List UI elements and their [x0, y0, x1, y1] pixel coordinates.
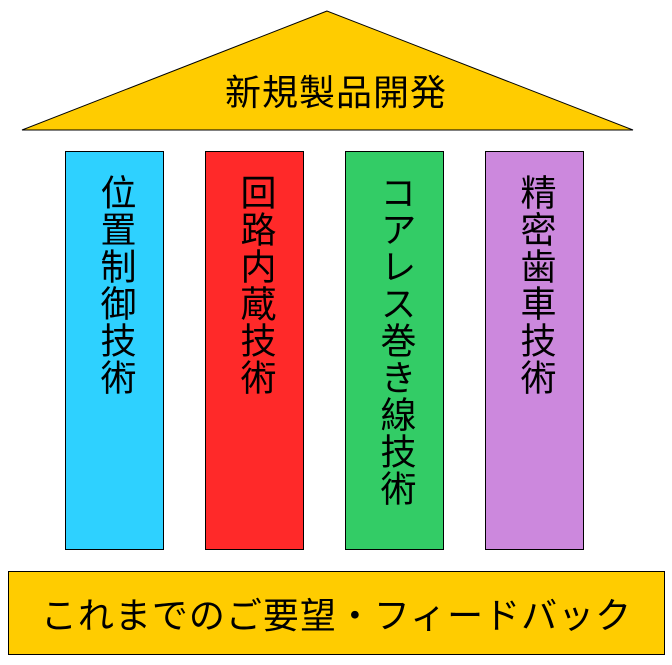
roof-title: 新規製品開発 [224, 73, 447, 114]
pillar-label: コアレス巻き線技術 [374, 174, 416, 507]
foundation-base: これまでのご要望・フィードバック [8, 571, 665, 655]
foundation-label: これまでのご要望・フィードバック [40, 596, 633, 637]
pillar-position-control: 位置制御技術 [65, 151, 164, 550]
pillar-coreless-winding: コアレス巻き線技術 [345, 151, 444, 550]
roof-triangle [21, 10, 634, 131]
pillar-label: 回路内蔵技術 [234, 174, 276, 396]
pillar-circuit-integration: 回路内蔵技術 [205, 151, 304, 550]
pillar-label: 精密歯車技術 [514, 174, 556, 396]
pillar-label: 位置制御技術 [94, 174, 136, 396]
pillar-precision-gear: 精密歯車技術 [485, 151, 584, 550]
roof-shape [21, 10, 634, 131]
